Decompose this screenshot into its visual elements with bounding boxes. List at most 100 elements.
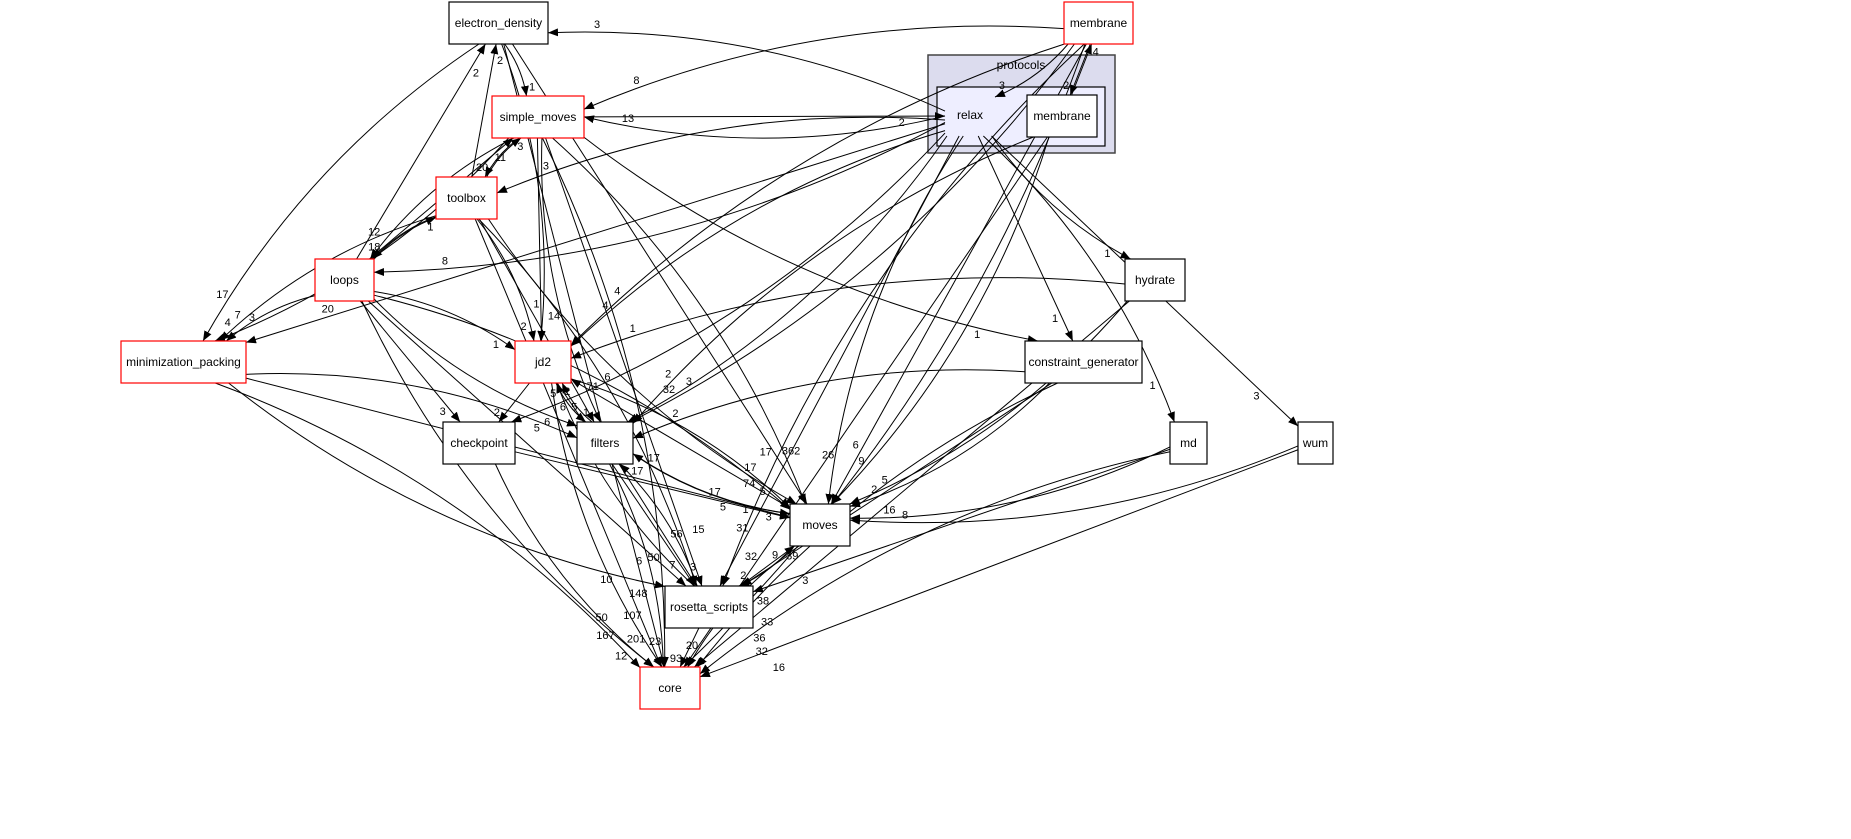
node-box[interactable]	[435, 176, 498, 220]
edge-relax-to-moves[interactable]	[825, 135, 964, 505]
edge-loops-to-moves[interactable]	[373, 294, 791, 510]
edge-jd2-to-moves[interactable]	[570, 378, 791, 509]
edge-label[interactable]: 16	[883, 505, 895, 517]
edge-loops-to-filters[interactable]	[373, 298, 578, 427]
edge-label[interactable]: 8	[902, 509, 908, 521]
edge-label[interactable]: 1	[533, 298, 539, 310]
edge-label[interactable]: 6	[604, 371, 610, 383]
edge-loops-to-minimization_packing[interactable]	[225, 295, 316, 342]
edge-hydrate-to-moves[interactable]	[849, 300, 1128, 505]
edge-simple_moves-to-loops[interactable]	[369, 137, 515, 260]
edge-label[interactable]: 167	[596, 630, 614, 642]
edge-label[interactable]: 11	[495, 152, 506, 164]
edge-label[interactable]: 3	[690, 562, 696, 574]
node-label[interactable]: md	[1180, 436, 1197, 450]
edge-label[interactable]: 56	[670, 528, 682, 540]
edge-minimization_packing-to-core[interactable]	[215, 382, 641, 668]
node-filters[interactable]: filters	[576, 421, 634, 465]
edge-loops-to-checkpoint[interactable]	[359, 300, 461, 423]
node-label[interactable]: checkpoint	[450, 436, 508, 450]
node-box[interactable]	[120, 340, 247, 384]
node-box[interactable]	[639, 666, 701, 710]
edge-label[interactable]: 362	[782, 445, 800, 457]
edge-label[interactable]: 32	[745, 551, 757, 563]
edge-minimization_packing-to-filters[interactable]	[245, 373, 578, 439]
edge-simple_moves-to-jd2[interactable]	[536, 137, 546, 342]
edge-label[interactable]: 3	[686, 376, 692, 388]
edge-membrane_top-to-simple_moves[interactable]	[583, 25, 1065, 110]
node-label[interactable]: hydrate	[1135, 273, 1175, 287]
node-label[interactable]: moves	[802, 518, 837, 532]
edge-label[interactable]: 17	[216, 289, 228, 301]
edge-membrane_top-to-relax[interactable]	[994, 43, 1069, 98]
node-label[interactable]: loops	[330, 273, 359, 287]
edge-toolbox-to-core[interactable]	[474, 218, 662, 668]
edge-label[interactable]: 148	[629, 588, 647, 600]
node-md[interactable]: md	[1169, 421, 1208, 465]
node-toolbox[interactable]: toolbox	[435, 176, 498, 220]
edge-label[interactable]: 32	[663, 384, 675, 396]
edge-minimization_packing-to-moves[interactable]	[245, 377, 791, 519]
edge-label[interactable]: 2	[564, 386, 570, 398]
edge-label[interactable]: 2	[672, 408, 678, 420]
node-moves[interactable]: moves	[789, 503, 851, 547]
node-box[interactable]	[314, 258, 375, 302]
edge-relax-to-hydrate[interactable]	[991, 135, 1131, 260]
edge-membrane_inner-to-filters[interactable]	[632, 136, 1034, 424]
edge-toolbox-to-electron_density[interactable]	[471, 43, 499, 178]
node-box[interactable]	[1024, 340, 1143, 384]
edge-membrane_top-to-rosetta_scripts[interactable]	[722, 43, 1085, 587]
node-label[interactable]: minimization_packing	[126, 355, 241, 369]
node-membrane-top[interactable]: membrane	[1063, 1, 1134, 45]
edge-label[interactable]: 1	[583, 407, 589, 419]
edge-label[interactable]: 7	[669, 559, 675, 571]
edge-checkpoint-to-core[interactable]	[494, 463, 654, 668]
node-membrane-inner[interactable]: membrane	[1026, 94, 1098, 138]
edge-label[interactable]: 2	[494, 407, 500, 419]
edge-label[interactable]: 15	[692, 524, 704, 536]
node-box[interactable]	[1169, 421, 1208, 465]
edge-label[interactable]: 201	[627, 634, 645, 646]
node-label[interactable]: wum	[1302, 436, 1328, 450]
edge-simple_moves-to-moves[interactable]	[552, 137, 806, 505]
node-box[interactable]	[448, 1, 549, 45]
edge-label[interactable]: 3	[802, 575, 808, 587]
edge-label[interactable]: 17	[648, 453, 660, 465]
node-box[interactable]	[1297, 421, 1334, 465]
node-jd2[interactable]: jd2	[514, 340, 572, 384]
edge-label[interactable]: 3	[766, 511, 772, 523]
edge-label[interactable]: 4	[225, 317, 231, 329]
edge-simple_moves-to-rosetta_scripts[interactable]	[545, 137, 703, 587]
edge-label[interactable]: 3	[440, 406, 446, 418]
edge-label[interactable]: 1	[493, 339, 499, 351]
edge-checkpoint-to-moves[interactable]	[514, 451, 791, 520]
edge-membrane_top-to-filters[interactable]	[630, 43, 1075, 423]
node-label[interactable]: toolbox	[447, 191, 486, 205]
edge-label[interactable]: 17	[744, 462, 756, 474]
edge-label[interactable]: 2	[871, 484, 877, 496]
edge-label[interactable]: 12	[368, 227, 380, 239]
edge-label[interactable]: 1	[427, 221, 433, 233]
edge-relax-to-checkpoint[interactable]	[511, 132, 946, 423]
edge-loops-to-core[interactable]	[361, 300, 655, 668]
edge-relax-to-toolbox[interactable]	[496, 116, 946, 194]
edge-simple_moves-to-constraint_generator[interactable]	[583, 136, 1038, 344]
edge-label[interactable]: 1	[743, 504, 749, 516]
edge-loops-to-jd2[interactable]	[373, 290, 516, 351]
edge-label[interactable]: 2	[899, 117, 905, 129]
edge-label[interactable]: 3	[543, 160, 549, 172]
edge-minimization_packing-to-rosetta_scripts[interactable]	[228, 382, 666, 589]
edge-label[interactable]: 6	[853, 439, 859, 451]
node-loops[interactable]: loops	[314, 258, 375, 302]
edge-loops-to-electron_density[interactable]	[356, 43, 486, 260]
relax-label[interactable]: relax	[957, 108, 983, 122]
edge-label[interactable]: 36	[753, 632, 765, 644]
node-label[interactable]: membrane	[1070, 16, 1128, 30]
edge-label[interactable]: 1	[974, 329, 980, 341]
edge-relax-to-minimization_packing[interactable]	[245, 123, 946, 344]
edge-label[interactable]: 6	[636, 555, 642, 567]
edge-label[interactable]: 3	[1253, 390, 1259, 402]
node-label[interactable]: filters	[591, 436, 620, 450]
edge-label[interactable]: 5	[550, 388, 556, 400]
edge-label[interactable]: 9	[772, 550, 778, 562]
